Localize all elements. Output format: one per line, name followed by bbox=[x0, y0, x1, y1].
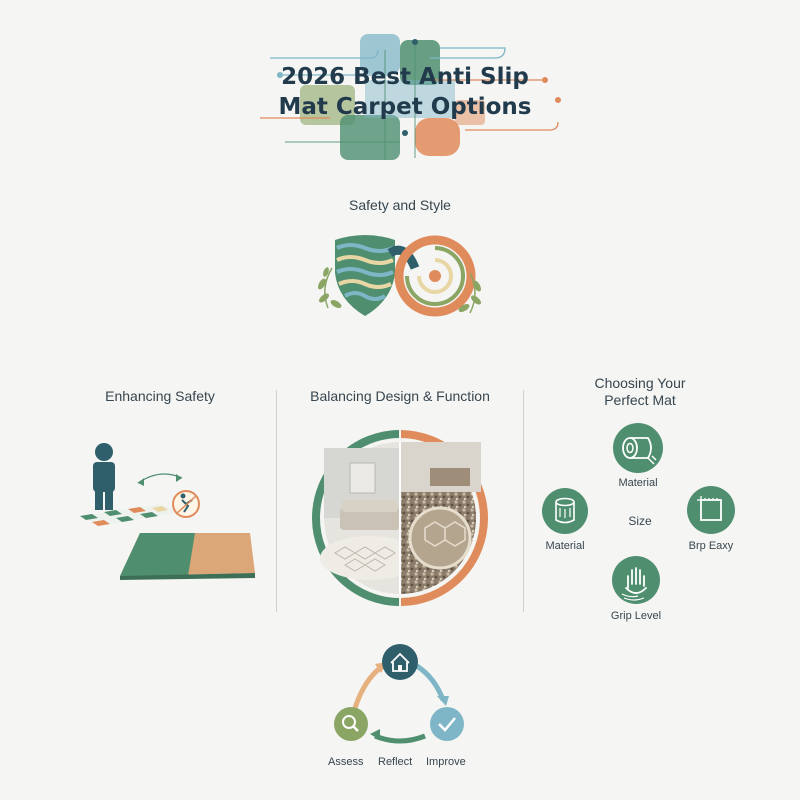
home-icon bbox=[382, 644, 418, 680]
title-decoration bbox=[260, 34, 561, 160]
shield-swirl-emblem bbox=[318, 235, 481, 317]
texture-photo bbox=[401, 442, 481, 594]
col-title-design-function: Balancing Design & Function bbox=[310, 388, 490, 404]
page-subtitle: Safety and Style bbox=[349, 197, 451, 213]
person-icon bbox=[93, 443, 115, 510]
shield-icon bbox=[335, 235, 395, 316]
col-title-choosing-line-2: Perfect Mat bbox=[604, 392, 676, 408]
option-label-right: Brp Eaxy bbox=[688, 540, 734, 552]
col-title-choosing: Choosing Your Perfect Mat bbox=[545, 375, 735, 409]
cycle-label-reflect: Reflect bbox=[378, 756, 413, 768]
title-line-2: Mat Carpet Options bbox=[278, 94, 532, 120]
option-hand-grip-icon bbox=[612, 556, 660, 604]
column-divider-right bbox=[523, 390, 524, 612]
cycle-label-assess: Assess bbox=[328, 756, 364, 768]
safety-illustration bbox=[80, 443, 255, 580]
option-label-bottom: Grip Level bbox=[610, 610, 662, 622]
col-title-choosing-line-1: Choosing Your bbox=[594, 375, 686, 391]
living-room-photo bbox=[320, 442, 399, 594]
option-label-top: Material bbox=[618, 477, 658, 489]
check-icon bbox=[430, 707, 464, 741]
title-line-1: 2026 Best Anti Slip bbox=[281, 64, 529, 90]
column-divider-left bbox=[276, 390, 277, 612]
search-icon bbox=[334, 707, 368, 741]
page-title: 2026 Best Anti Slip Mat Carpet Options bbox=[240, 62, 570, 122]
col-title-enhancing-safety: Enhancing Safety bbox=[105, 388, 215, 404]
textured-mat bbox=[120, 533, 255, 580]
design-function-circle bbox=[312, 430, 488, 606]
title-graphic: 2026 Best Anti Slip Mat Carpet Options bbox=[240, 30, 570, 165]
leaves-right-icon bbox=[458, 272, 481, 314]
option-roll-icon bbox=[613, 423, 663, 473]
option-label-left: Material bbox=[545, 540, 585, 552]
checker-floor bbox=[80, 504, 180, 526]
slip-warning-icon bbox=[172, 490, 200, 518]
option-center-label: Size bbox=[628, 514, 652, 528]
cycle-label-improve: Improve bbox=[426, 756, 466, 768]
option-frame-icon bbox=[687, 486, 735, 534]
leaves-left-icon bbox=[318, 267, 342, 309]
direction-arrow bbox=[137, 473, 183, 484]
option-roll-stack-icon bbox=[542, 488, 588, 534]
swirl-icon bbox=[394, 235, 476, 317]
cycle-diagram bbox=[334, 644, 464, 744]
